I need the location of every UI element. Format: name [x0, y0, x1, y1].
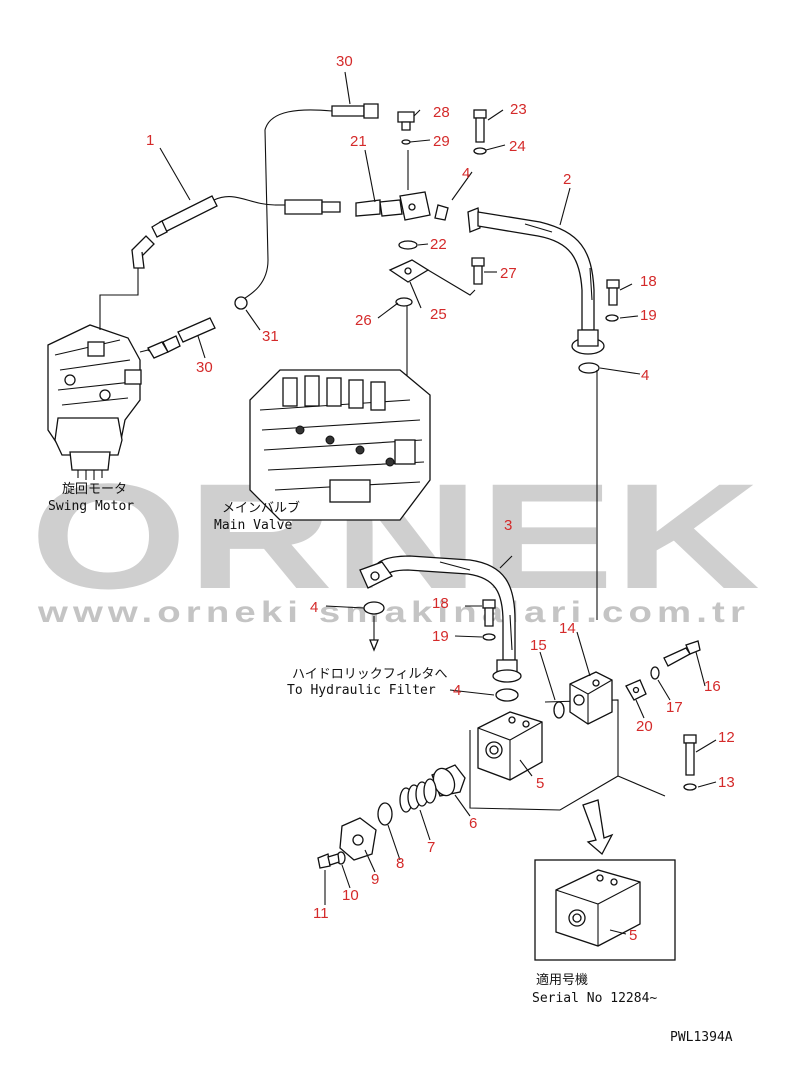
- callout-14: 14: [559, 620, 576, 637]
- callout-3: 3: [504, 517, 512, 534]
- main-valve: [249, 369, 431, 521]
- filter-label-en: To Hydraulic Filter: [287, 683, 436, 698]
- callout-4-block: 4: [453, 682, 461, 699]
- callout-4-top: 4: [462, 165, 470, 182]
- callout-25: 25: [430, 306, 447, 323]
- callout-29: 29: [433, 133, 450, 150]
- bolt-11: [317, 853, 340, 869]
- swing-motor-label-en: Swing Motor: [48, 499, 134, 514]
- hose-30-lower: [147, 317, 216, 359]
- callout-31: 31: [262, 328, 279, 345]
- callout-4-filter: 4: [310, 599, 318, 616]
- serial-inset: [534, 859, 676, 961]
- serial-label-jp: 適用号機: [536, 972, 588, 988]
- callout-23: 23: [510, 101, 527, 118]
- block-5: [469, 699, 666, 811]
- o-ring-4: [578, 362, 600, 374]
- washer-17: [650, 666, 660, 680]
- tee-block-21: [355, 111, 449, 221]
- watermark-url: www.orneki smakinalari.com.tr: [37, 596, 750, 629]
- swing-motor: [47, 324, 165, 480]
- callout-numbers: 1 2 3 4 4 4 4 5 5 6 7 8 9 10 11 12 13 14…: [146, 53, 735, 944]
- callout-18-upper: 18: [640, 273, 657, 290]
- spring-7: [399, 778, 437, 813]
- bolt-18-upper: [605, 279, 620, 322]
- elbow-fitting: [99, 235, 155, 330]
- callout-20: 20: [636, 718, 653, 735]
- block-14: [569, 671, 613, 725]
- callout-16: 16: [704, 678, 721, 695]
- o-ring-15: [553, 701, 565, 719]
- main-valve-label-jp: メインバルブ: [222, 500, 300, 516]
- callout-2: 2: [563, 171, 571, 188]
- callout-11: 11: [313, 905, 329, 922]
- pipe-3: [359, 555, 522, 683]
- callout-7: 7: [427, 839, 435, 856]
- check-valve-6: [431, 764, 466, 797]
- callout-17: 17: [666, 699, 683, 716]
- pipe-2: [467, 207, 605, 355]
- flange-25: [388, 240, 485, 440]
- filter-label-jp: ハイドロリックフィルタへ: [292, 667, 447, 682]
- callout-26: 26: [355, 312, 372, 329]
- callout-6: 6: [469, 815, 477, 832]
- cover-9: [339, 817, 377, 861]
- arrow-down-icon: [582, 799, 614, 856]
- callout-9: 9: [371, 871, 379, 888]
- leader-lines: [159, 71, 717, 935]
- callout-21: 21: [350, 133, 367, 150]
- bolt-23: [473, 109, 487, 155]
- o-ring-8: [377, 802, 393, 826]
- callout-18-lower: 18: [432, 595, 449, 612]
- callout-12: 12: [718, 729, 735, 746]
- main-valve-label-en: Main Valve: [214, 518, 292, 533]
- callout-13: 13: [718, 774, 735, 791]
- callout-5-inset: 5: [629, 927, 637, 944]
- swing-motor-label-jp: 旋回モータ: [62, 482, 127, 497]
- o-ring-4-filter: [363, 601, 385, 615]
- drawing-code: PWL1394A: [670, 1030, 733, 1045]
- bolt-12: [683, 734, 697, 791]
- o-ring-4-block: [495, 688, 519, 702]
- hose-1: [151, 195, 341, 238]
- serial-label-en: Serial No 12284~: [532, 991, 657, 1006]
- callout-30-lower: 30: [196, 359, 213, 376]
- bracket-20: [625, 679, 647, 701]
- callout-15: 15: [530, 637, 547, 654]
- callout-22: 22: [430, 236, 447, 253]
- hose-30-upper: [234, 103, 379, 310]
- callout-27: 27: [500, 265, 517, 282]
- callout-4-right: 4: [641, 367, 649, 384]
- callout-24: 24: [509, 138, 526, 155]
- callout-5: 5: [536, 775, 544, 792]
- callout-19-lower: 19: [432, 628, 449, 645]
- callout-19-upper: 19: [640, 307, 657, 324]
- bolt-18-lower: [482, 599, 496, 641]
- callout-10: 10: [342, 887, 359, 904]
- callout-30-upper: 30: [336, 53, 353, 70]
- arrow-down-icon: [369, 639, 379, 652]
- bolt-16: [663, 640, 701, 667]
- callout-1: 1: [146, 132, 154, 149]
- callout-28: 28: [433, 104, 450, 121]
- callout-8: 8: [396, 855, 404, 872]
